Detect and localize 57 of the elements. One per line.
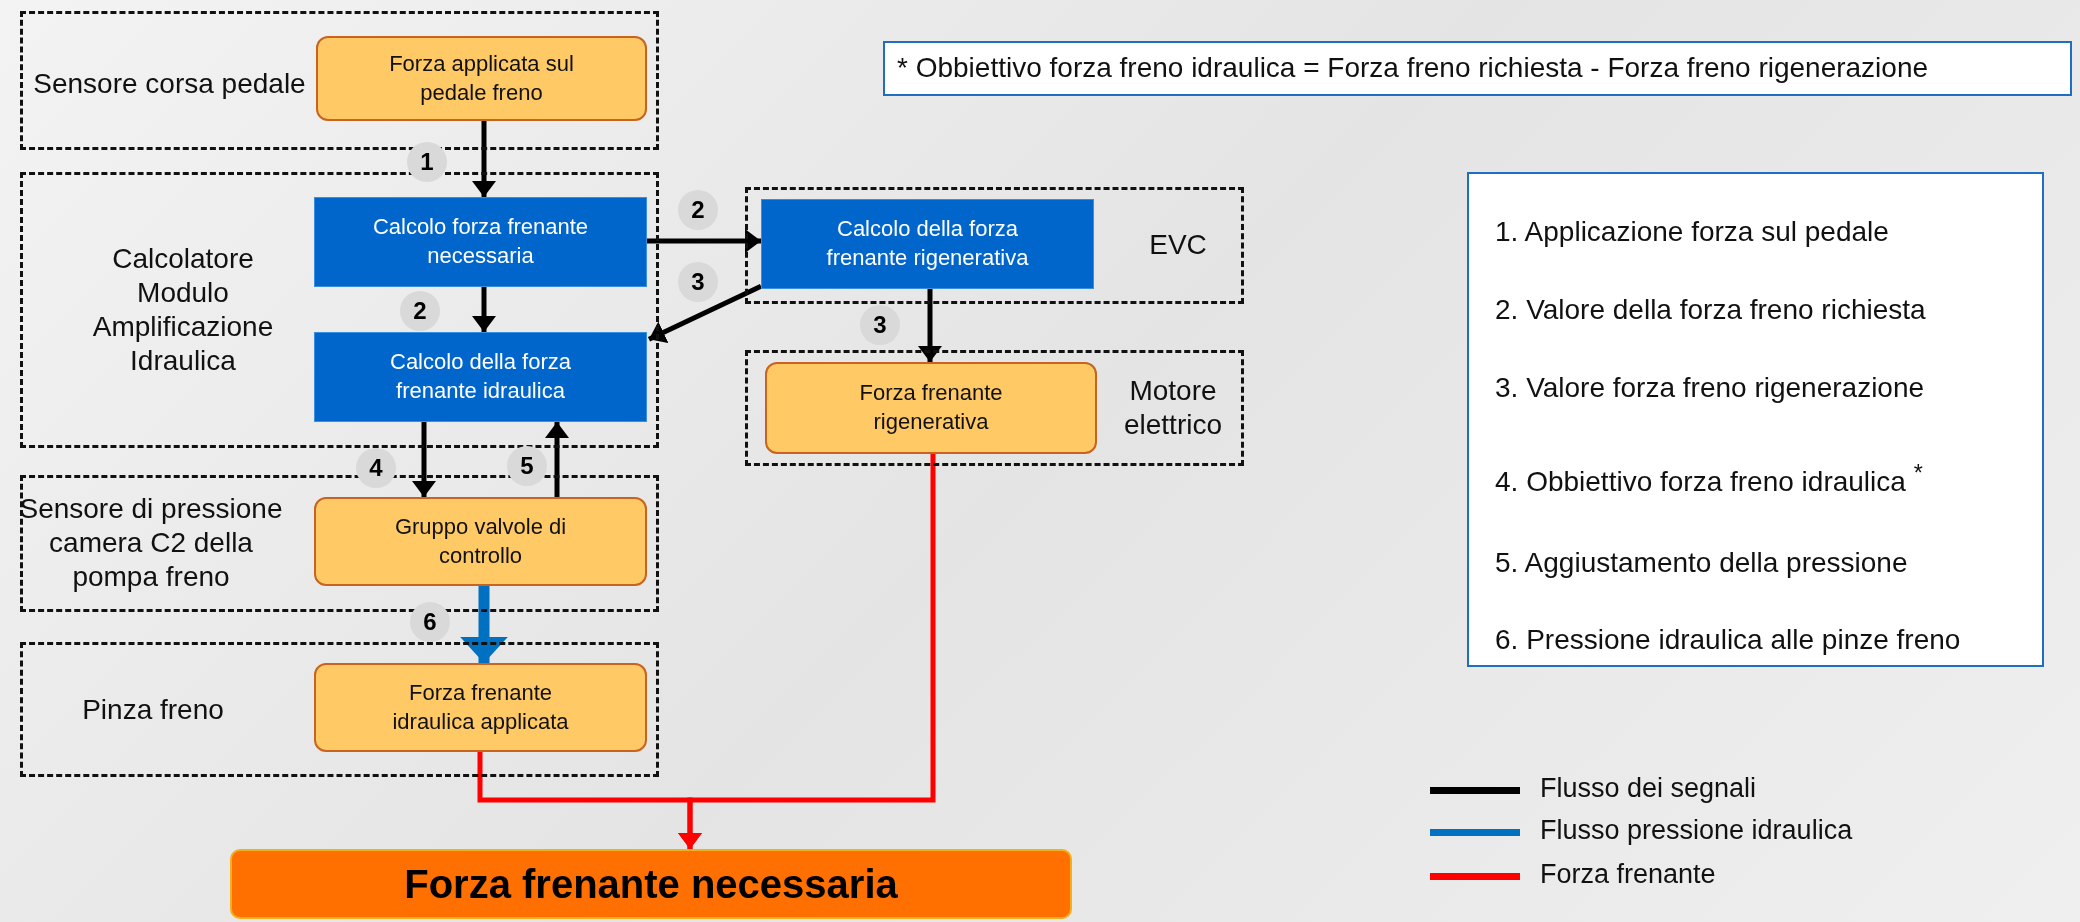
arrow [647,229,761,253]
arrow [412,422,436,497]
arrow [918,289,942,362]
step-number-badge: 3 [678,262,718,302]
calculation-box [314,332,647,422]
box-label: Forza frenante idraulica applicata [391,678,570,736]
box-label: Calcolo forza frenante necessaria [371,213,590,270]
box-label: Calcolo della forza frenante rigenerativa [825,215,1030,272]
result-label: Forza frenante necessaria [404,861,898,908]
list-item: 3. Valore forza freno rigenerazione [1495,372,1925,404]
group-label: Calcolatore Modulo Amplificazione Idraulica [91,241,275,379]
legend-label: Flusso pressione idraulica [1540,815,1853,846]
step-number-badge: 2 [400,291,440,331]
numbered-list-panel [1467,172,2044,667]
group-label: EVC [1148,227,1208,262]
group-label: Pinza freno [81,692,225,727]
step-number-badge: 4 [356,448,396,488]
step-number-badge: 3 [860,305,900,345]
group-label: Sensore di pressione camera C2 della pompa freno [18,491,284,595]
box-label: Gruppo valvole di controllo [393,512,568,570]
legend-label: Flusso dei segnali [1540,773,1757,804]
group-label: Motore elettrico [1122,373,1223,442]
process-box [765,362,1097,454]
list-item: 1. Applicazione forza sul pedale [1495,216,1889,248]
dashed-group-frame [20,11,659,150]
note-box [883,41,2072,96]
process-box [314,663,647,752]
step-number-badge: 1 [407,142,447,182]
box-label: Calcolo della forza frenante idraulica [389,348,572,405]
dashed-group-frame [745,350,1244,466]
arrow [545,422,569,497]
list-item: 2. Valore della forza freno richiesta [1495,294,1926,326]
process-box [314,497,647,586]
list-item: 6. Pressione idraulica alle pinze freno [1495,624,1961,656]
list-item: 5. Aggiustamento della pressione [1495,547,1908,579]
step-number-badge: 6 [410,602,450,642]
calculation-box [761,199,1094,289]
step-number-badge: 2 [678,190,718,230]
arrow [459,586,509,663]
note-text: * Obbiettivo forza freno idraulica = Forza freno richiesta - Forza freno rigenerazione [896,51,1929,86]
box-label: Forza applicata sul pedale freno [388,49,575,107]
box-label: Forza frenante rigenerativa [858,379,1004,436]
dashed-group-frame [20,642,659,777]
arrow [678,454,936,849]
arrow [647,284,763,344]
dashed-group-frame [20,172,659,448]
process-box [316,36,647,121]
arrow [472,287,496,332]
calculation-box [314,197,647,287]
dashed-group-frame [745,187,1244,304]
legend-label: Forza frenante [1540,859,1716,890]
group-label: Sensore corsa pedale [32,66,307,101]
list-item: 4. Obbiettivo forza freno idraulica $^{*}$ [1495,460,1923,499]
step-number-badge: 5 [507,446,547,486]
dashed-group-frame [20,475,659,612]
arrow [472,121,496,197]
result-box [230,849,1072,919]
